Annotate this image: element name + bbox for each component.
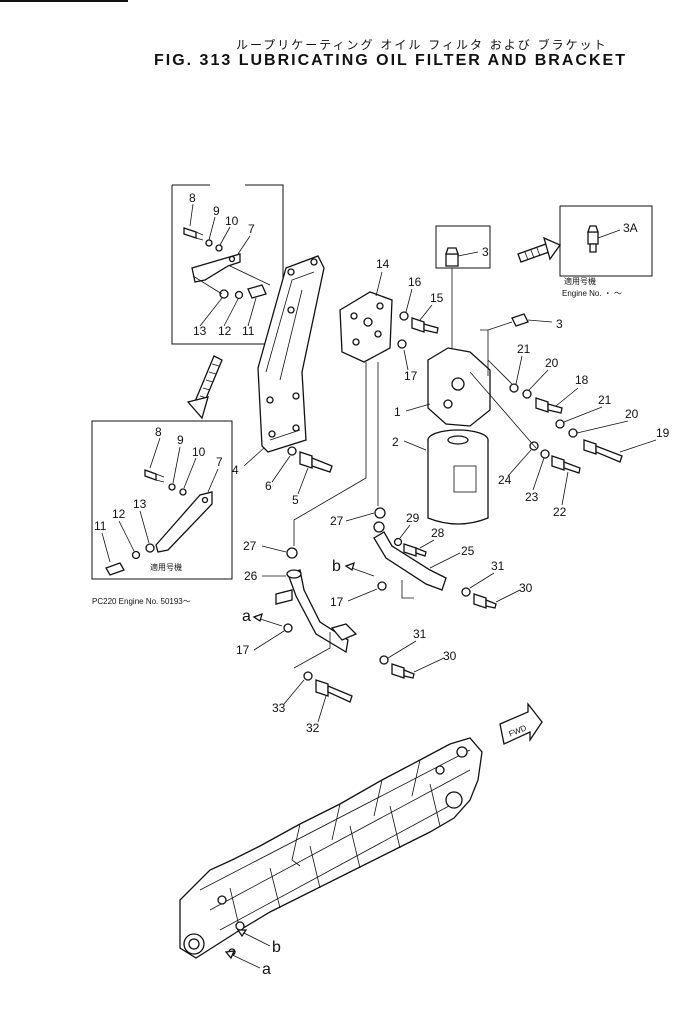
callout-23: 23 <box>525 490 539 504</box>
callout-8-upper: 8 <box>189 191 196 205</box>
hardware-18-24: 21 20 18 21 20 19 24 23 22 <box>469 342 670 519</box>
callout-3A: 3A <box>623 221 638 235</box>
filter-cartridge-2: 2 <box>392 429 489 525</box>
callout-4: 4 <box>232 463 239 477</box>
callout-25: 25 <box>461 544 475 558</box>
callout-30-lower: 30 <box>443 649 457 663</box>
bolt-15-washer-16: 16 15 <box>399 275 444 334</box>
callout-12-lower: 12 <box>112 507 126 521</box>
callout-17-lower: 17 <box>236 643 250 657</box>
callout-5: 5 <box>292 493 299 507</box>
plate-14: 14 17 <box>339 257 418 383</box>
callout-10-upper: 10 <box>225 214 239 228</box>
callout-26: 26 <box>244 569 258 583</box>
callout-19: 19 <box>656 426 670 440</box>
inset-lower-applicability-jp: 適用号機 <box>150 562 182 572</box>
callout-3-upper: 3 <box>482 245 489 259</box>
callout-31-upper: 31 <box>491 559 505 573</box>
callout-13-upper: 13 <box>193 324 207 338</box>
callout-17-upper: 17 <box>404 369 418 383</box>
oil-tubes: 27 25 29 28 17 b 27 <box>236 362 475 669</box>
callout-32: 32 <box>306 721 320 735</box>
callout-11-lower: 11 <box>94 519 107 533</box>
callout-9-lower: 9 <box>177 433 184 447</box>
callout-18: 18 <box>575 373 589 387</box>
callout-16: 16 <box>408 275 422 289</box>
callout-22: 22 <box>553 505 567 519</box>
callout-27-left: 27 <box>243 539 257 553</box>
inset-3A-applicability-jp: 適用号機 <box>564 276 596 286</box>
callout-1: 1 <box>394 405 401 419</box>
letter-b-upper: b <box>332 558 341 575</box>
inset-box-3A: 3A 適用号機 Engine No. ・ ～ <box>559 205 653 298</box>
callout-8-lower: 8 <box>155 425 162 439</box>
callout-15: 15 <box>430 291 444 305</box>
callout-31-lower: 31 <box>413 627 427 641</box>
callout-28: 28 <box>431 526 445 540</box>
title-japanese: ループリケーティング オイル フィルタ および ブラケット <box>236 38 608 52</box>
callout-29: 29 <box>406 511 420 525</box>
callout-20-upper: 20 <box>545 356 559 370</box>
callout-21-lower: 21 <box>598 393 612 407</box>
callout-30-upper: 30 <box>519 581 533 595</box>
callout-14: 14 <box>376 257 390 271</box>
letter-a-upper: a <box>242 608 251 625</box>
callout-11-upper: 11 <box>242 324 255 338</box>
callout-7-lower: 7 <box>216 455 223 469</box>
callout-33: 33 <box>272 701 286 715</box>
callout-24: 24 <box>498 473 512 487</box>
callout-20-lower: 20 <box>625 407 639 421</box>
callout-2: 2 <box>392 435 399 449</box>
engine-cylinder-block: b a <box>179 737 483 978</box>
callout-12-upper: 12 <box>218 324 232 338</box>
hardware-30-33: 31 30 31 30 33 32 <box>272 559 533 735</box>
letter-b-lower: b <box>272 939 281 956</box>
letter-a-lower: a <box>262 961 271 978</box>
hatched-arrow-right <box>517 236 561 263</box>
inset-box-upper: 8 9 10 7 13 12 11 <box>171 184 284 345</box>
inset-box-lower: 8 9 10 7 11 12 13 適用号機 PC220 Engine No. … <box>91 420 233 606</box>
callout-10-lower: 10 <box>192 445 206 459</box>
callout-27-right: 27 <box>330 514 344 528</box>
callout-6: 6 <box>265 479 272 493</box>
bracket-4: 4 <box>232 255 325 477</box>
callout-7-upper: 7 <box>248 222 255 236</box>
filter-head-1: 3 1 3 <box>394 225 563 427</box>
callout-13-lower: 13 <box>133 497 147 511</box>
callout-9-upper: 9 <box>213 204 220 218</box>
title-english: FIG. 313 LUBRICATING OIL FILTER AND BRAC… <box>154 52 627 69</box>
inset-lower-applicability-en: PC220 Engine No. 50193～ <box>92 597 191 606</box>
hatched-arrow-down <box>186 355 223 420</box>
top-rule <box>0 0 128 2</box>
callout-21-upper: 21 <box>517 342 531 356</box>
inset-3A-applicability-en: Engine No. ・ ～ <box>562 289 622 298</box>
callout-17-middle: 17 <box>330 595 344 609</box>
fwd-arrow-marker: FWD <box>499 702 543 745</box>
bolt-5-washer-6: 6 5 <box>265 446 333 507</box>
callout-3-side: 3 <box>556 317 563 331</box>
